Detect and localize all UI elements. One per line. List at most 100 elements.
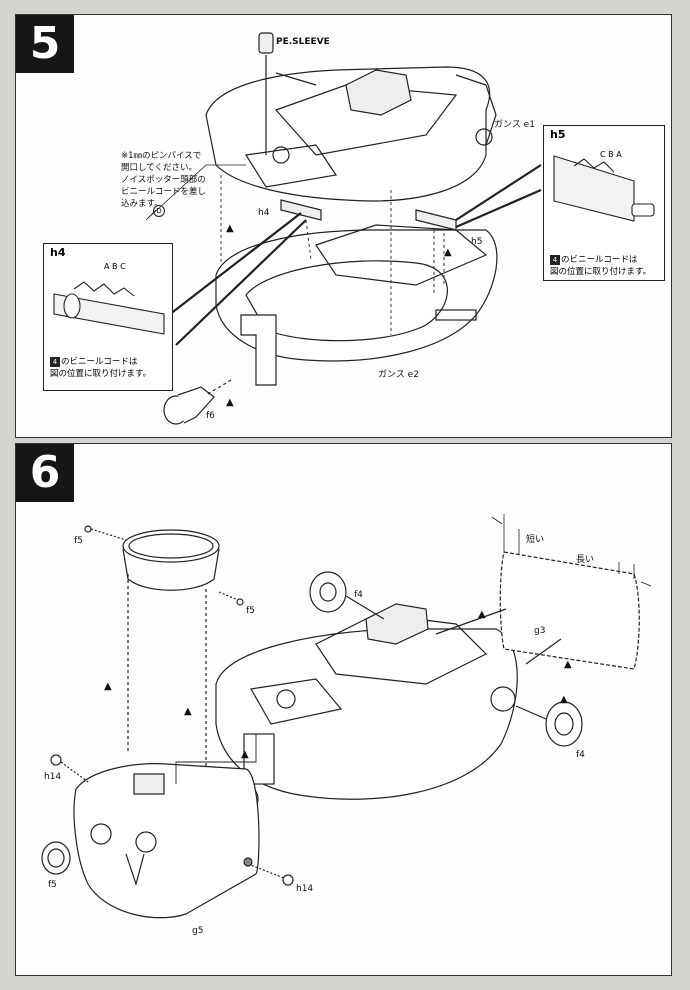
inset-h5-title: h5 xyxy=(550,128,566,141)
g3-label: g3 xyxy=(534,626,546,636)
shroud-guide xyxy=(175,734,257,784)
h14-left-label: h14 xyxy=(44,772,62,782)
step-6-panel: 6 xyxy=(15,443,672,976)
note-line: 込みます。 xyxy=(121,199,163,209)
f4-right-disc xyxy=(545,701,583,747)
body-front xyxy=(250,678,343,725)
h14-right-label: h14 xyxy=(296,884,314,894)
arrow-marker: ▲ xyxy=(564,659,572,670)
rear-frame xyxy=(455,74,497,146)
h5-leader-2 xyxy=(455,188,542,229)
inset-h5-badges: C B A xyxy=(600,150,622,159)
inset-h4-drawing xyxy=(53,281,165,335)
body-lamp xyxy=(276,689,296,709)
badge-4: 4 xyxy=(550,254,560,265)
part-e1-label: ガンス e1 xyxy=(494,120,535,130)
funnel-inner xyxy=(128,533,214,559)
h14-left-pin xyxy=(50,754,62,766)
step-5-panel: 5 xyxy=(15,14,672,438)
rear-wheel xyxy=(475,128,493,146)
badge-c: C xyxy=(600,150,606,159)
pin-f5-right xyxy=(236,598,244,606)
arrow-marker: ▲ xyxy=(226,397,234,408)
g3-guide-2 xyxy=(525,638,562,665)
arrow-marker: ▲ xyxy=(241,749,249,760)
inset-h4-badges: A B C xyxy=(104,262,126,271)
g3-plate xyxy=(499,551,640,670)
arrow-marker: ▲ xyxy=(184,706,192,717)
badge-b: B xyxy=(112,262,118,271)
note-line: ビニールコードを差し xyxy=(121,187,206,197)
inset-h4-note-line: のビニールコードは xyxy=(61,357,138,367)
g5-label: g5 xyxy=(192,926,204,936)
g5-hole xyxy=(243,857,253,867)
h14-right-pin xyxy=(282,874,294,886)
assembly-guides xyxy=(220,175,445,335)
note-line: 開口してください。 xyxy=(121,163,197,173)
g5-shroud xyxy=(73,763,260,919)
inset-h5-note-line: のビニールコードは xyxy=(561,255,638,265)
h5-leader-1 xyxy=(455,164,542,221)
h4-leader-2 xyxy=(175,219,307,346)
inset-h5-note-line: 図の位置に取り付けます。 xyxy=(550,267,652,277)
h5-label: h5 xyxy=(471,237,483,247)
lower-cavity xyxy=(245,260,448,342)
front-plate xyxy=(245,144,338,188)
f4-top-disc xyxy=(309,571,347,613)
f4-right-guide xyxy=(515,705,547,720)
inset-h4-note-line: 図の位置に取り付けます。 xyxy=(50,369,152,379)
f6-guide xyxy=(205,379,232,396)
badge-b: B xyxy=(608,150,614,159)
badge-a: A xyxy=(104,262,110,271)
note-leader xyxy=(145,164,246,221)
step-6-drawing xyxy=(41,514,652,919)
rear-socket xyxy=(490,686,516,712)
pe-sleeve-label: PE.SLEEVE xyxy=(276,37,330,47)
f5-bottom-label: f5 xyxy=(48,880,57,890)
f6-label: f6 xyxy=(206,411,215,421)
pe-sleeve-part xyxy=(258,32,274,54)
arrow-marker: ▲ xyxy=(104,681,112,692)
pin-f5 xyxy=(84,525,92,533)
f5-ring xyxy=(41,841,71,875)
body-turret xyxy=(365,603,429,645)
f6-body xyxy=(177,386,215,424)
g5-lamp-left xyxy=(90,823,112,845)
turret-block xyxy=(345,69,412,116)
lower-frame xyxy=(315,224,488,286)
step-number-5: 5 xyxy=(16,15,74,73)
badge-4: 4 xyxy=(50,356,60,367)
step-number-6: 6 xyxy=(16,444,74,502)
g5-block xyxy=(133,773,165,795)
arrow-marker: ▲ xyxy=(444,247,452,258)
part-e2-label: ガンス e2 xyxy=(378,370,419,380)
inset-h4-title: h4 xyxy=(50,246,66,259)
lower-bracket xyxy=(240,314,277,386)
arrow-marker: ▲ xyxy=(478,609,486,620)
f4-top-guide xyxy=(345,595,385,620)
ref-d-circle: D xyxy=(153,205,165,217)
step5-note: ※1㎜のピンバイスで 開口してください。 ノイスポッター頭部の ビニールコードを… xyxy=(121,150,206,210)
h4-leader-1 xyxy=(155,212,302,326)
note-line: ノイスポッター頭部の xyxy=(121,175,206,185)
note-line: ※1㎜のピンバイスで xyxy=(121,151,202,161)
short-label: 短い xyxy=(526,535,545,545)
f4-top-label: f4 xyxy=(354,590,363,600)
arrow-marker: ▲ xyxy=(226,223,234,234)
long-label: 長い xyxy=(576,555,595,565)
f5-right-label: f5 xyxy=(246,606,255,616)
h4-part xyxy=(280,199,322,221)
g5-lamp-right xyxy=(135,831,157,853)
f4-right-label: f4 xyxy=(576,750,585,760)
funnel-body xyxy=(122,548,220,591)
top-rail xyxy=(275,72,317,86)
g3-guide-1 xyxy=(435,608,507,635)
g5-fin xyxy=(125,853,145,887)
f5-top-label: f5 xyxy=(74,536,83,546)
step-5-drawing xyxy=(145,32,542,425)
h4-label: h4 xyxy=(258,208,270,218)
badge-a: A xyxy=(616,150,622,159)
